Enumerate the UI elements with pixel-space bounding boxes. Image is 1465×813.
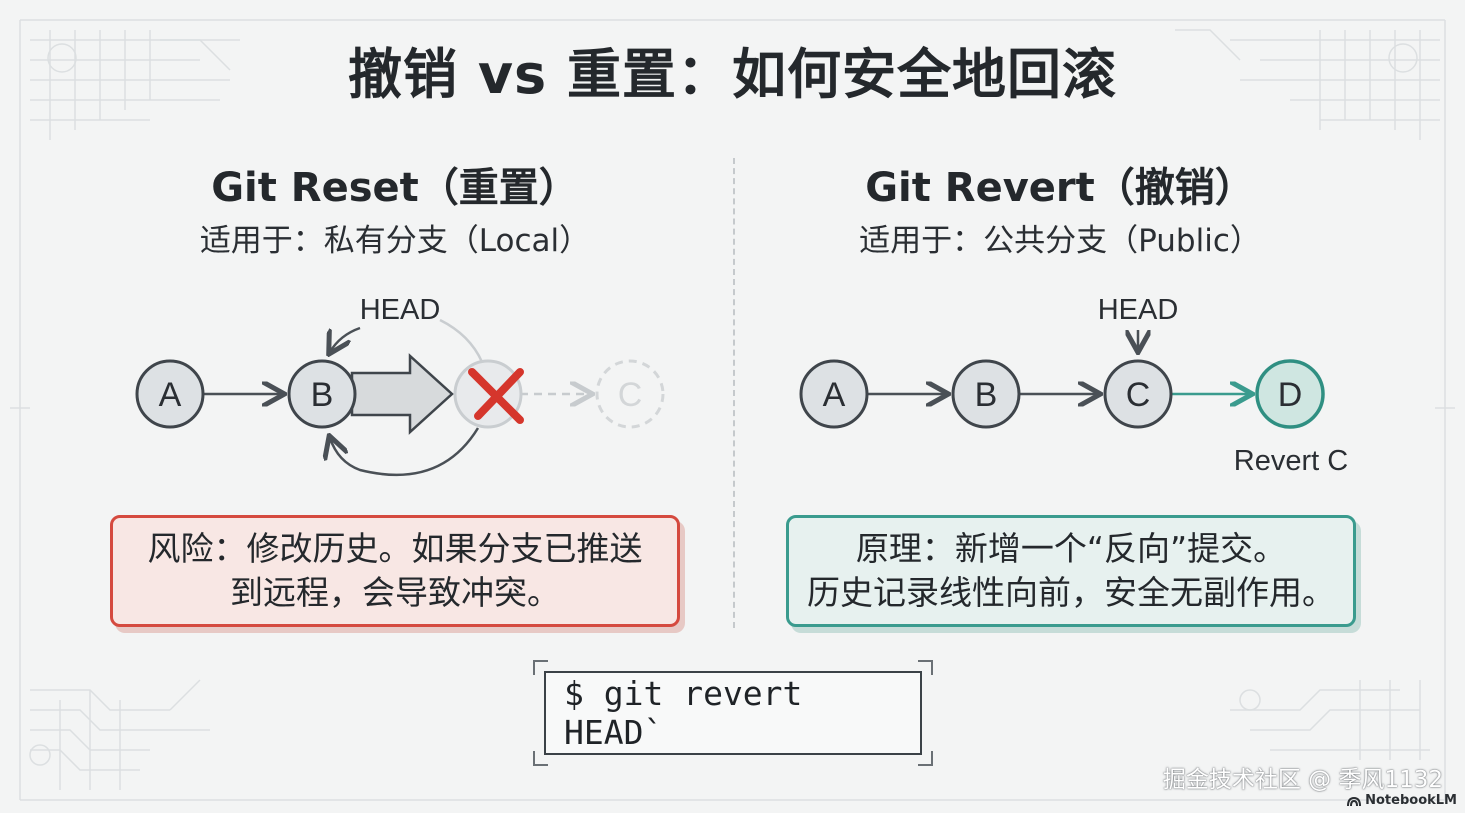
reset-panel-subtitle: 适用于：私有分支（Local） — [199, 223, 591, 259]
reset-node-a — [135, 359, 205, 429]
notebooklm-logo-icon — [1347, 796, 1362, 806]
reset-head-label: HEAD — [360, 294, 441, 326]
revert-panel-title: Git Revert（撤销） — [865, 165, 1255, 211]
reset-node-a-label: A — [159, 376, 182, 414]
git-command: $ git revert HEAD` — [544, 671, 922, 755]
red-x-icon — [468, 368, 524, 424]
reset-upper-arc — [439, 318, 484, 363]
notebooklm-brand: NotebookLM — [1347, 793, 1457, 808]
revert-node-a-label: A — [823, 376, 846, 414]
watermark-text: 掘金技术社区 @ 季风1132 — [1162, 767, 1443, 793]
reset-node-b-label: B — [311, 376, 334, 414]
reset-removed-node — [453, 359, 523, 429]
revert-node-d — [1255, 359, 1325, 429]
revert-principle-note: 原理：新增一个“反向”提交。 历史记录线性向前，安全无副作用。 — [786, 515, 1356, 627]
reset-diagram: HEAD A B C — [135, 294, 665, 477]
revert-diagram: HEAD A B C D Revert C — [799, 294, 1348, 477]
reset-node-c-label: C — [618, 376, 643, 414]
revert-node-c-label: C — [1126, 376, 1151, 414]
revert-c-label: Revert C — [1234, 445, 1348, 477]
revert-head-label: HEAD — [1098, 294, 1179, 326]
revert-note-line-2: 历史记录线性向前，安全无副作用。 — [807, 573, 1335, 612]
revert-node-b-label: B — [975, 376, 998, 414]
revert-note-line-1: 原理：新增一个“反向”提交。 — [855, 529, 1287, 568]
reset-head-arrow — [330, 326, 361, 352]
revert-node-b — [951, 359, 1021, 429]
revert-node-a — [799, 359, 869, 429]
reset-node-b — [287, 359, 357, 429]
revert-node-c — [1103, 359, 1173, 429]
reset-return-arrow — [330, 427, 480, 477]
panel-divider — [733, 158, 735, 628]
reset-big-arrow — [350, 353, 454, 435]
reset-panel-title: Git Reset（重置） — [211, 165, 579, 211]
reset-note-line-2: 到远程，会导致冲突。 — [230, 573, 560, 612]
reset-risk-note: 风险：修改历史。如果分支已推送 到远程，会导致冲突。 — [110, 515, 680, 627]
reset-node-c — [595, 359, 665, 429]
command-box-corners — [533, 660, 933, 766]
revert-panel-subtitle: 适用于：公共分支（Public） — [859, 223, 1261, 259]
reset-note-line-1: 风险：修改历史。如果分支已推送 — [147, 529, 643, 568]
page-title: 撤销 vs 重置：如何安全地回滚 — [348, 43, 1117, 106]
brand-label: NotebookLM — [1365, 793, 1457, 808]
revert-node-d-label: D — [1278, 376, 1303, 414]
